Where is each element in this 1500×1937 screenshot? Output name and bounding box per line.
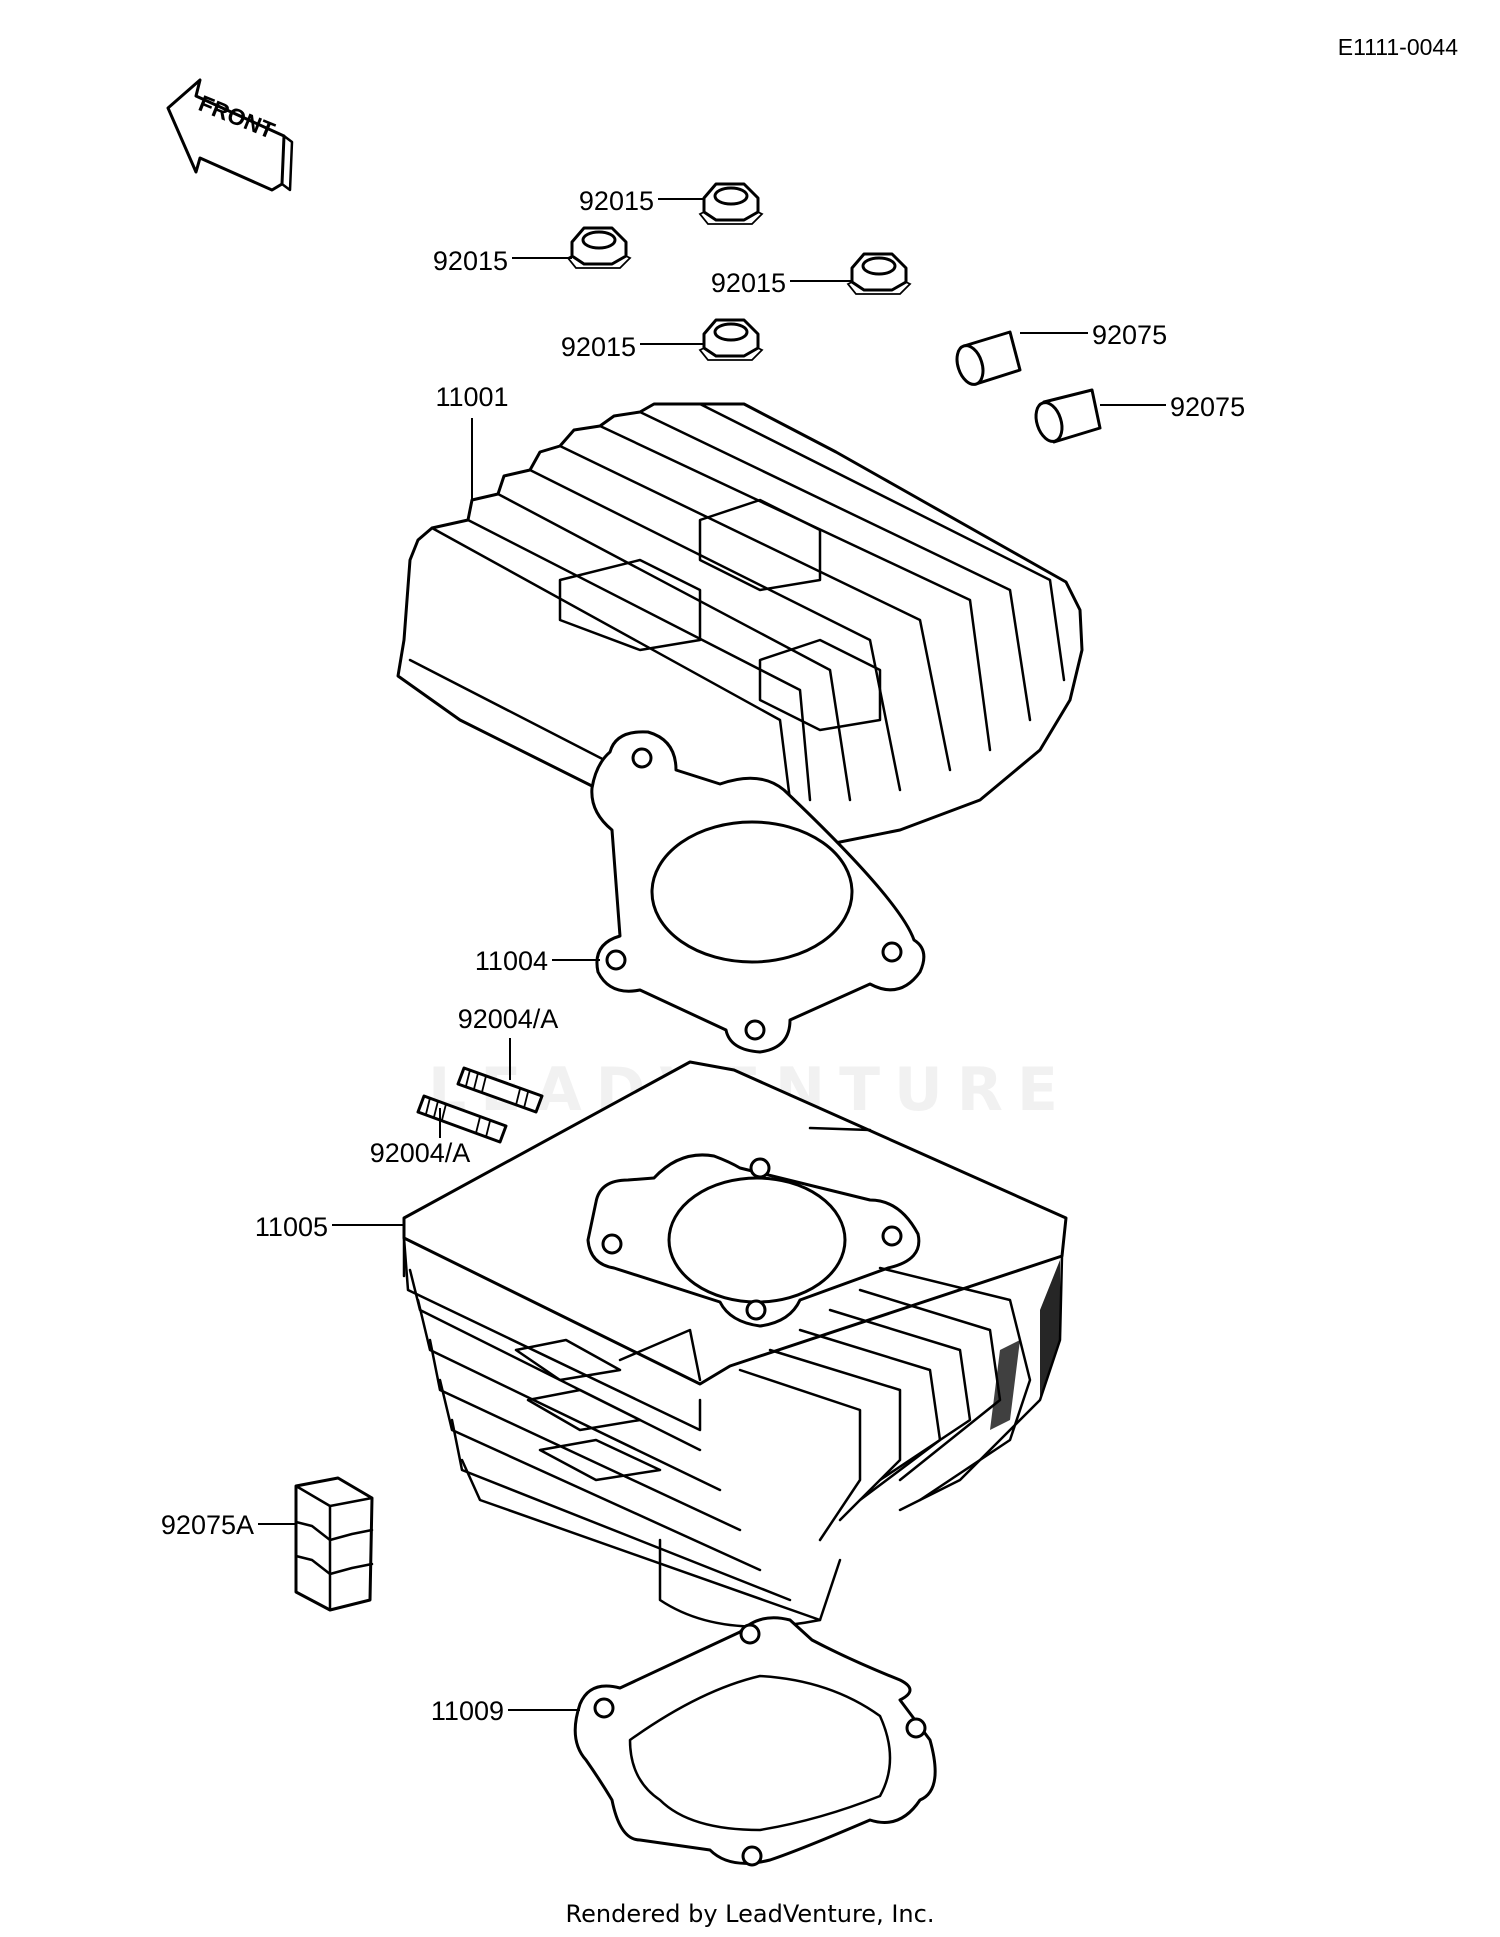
damper-rubber-part[interactable] <box>294 1476 374 1612</box>
cylinder-block-part[interactable] <box>402 1060 1068 1628</box>
callout-head[interactable]: 11001 <box>435 382 508 412</box>
nut-part-4[interactable] <box>698 318 764 361</box>
dowel-pin-part-2[interactable] <box>1031 388 1102 445</box>
leader-lines <box>258 198 1166 1711</box>
callout-nut-3[interactable]: 92015 <box>711 268 786 298</box>
callout-stud-2[interactable]: 92004/A <box>370 1138 471 1168</box>
callout-base-gasket[interactable]: 11009 <box>431 1696 504 1726</box>
callout-nut-4[interactable]: 92015 <box>561 332 636 362</box>
callout-cylinder[interactable]: 11005 <box>255 1212 328 1242</box>
callout-dowel-1[interactable]: 92075 <box>1092 320 1167 350</box>
nut-part-3[interactable] <box>846 252 912 295</box>
diagram-code: E1111-0044 <box>1338 34 1458 60</box>
dowel-pin-part-1[interactable] <box>952 330 1022 388</box>
stud-bolt-part-2[interactable] <box>416 1094 508 1144</box>
callout-head-gasket[interactable]: 11004 <box>475 946 548 976</box>
nut-part-2[interactable] <box>566 226 632 269</box>
footer-credit: Rendered by LeadVenture, Inc. <box>566 1900 935 1928</box>
head-gasket-part[interactable] <box>590 730 926 1054</box>
callout-damper[interactable]: 92075A <box>161 1510 254 1540</box>
stud-bolt-part-1[interactable] <box>456 1066 544 1114</box>
front-arrow-icon: FRONT <box>166 78 294 192</box>
nut-part-1[interactable] <box>698 182 764 225</box>
callout-nut-2[interactable]: 92015 <box>433 246 508 276</box>
callout-dowel-2[interactable]: 92075 <box>1170 392 1245 422</box>
callout-stud-1[interactable]: 92004/A <box>458 1004 559 1034</box>
callout-nut-1[interactable]: 92015 <box>579 186 654 216</box>
cylinder-head-part[interactable] <box>396 402 1084 852</box>
base-gasket-part[interactable] <box>573 1616 937 1867</box>
